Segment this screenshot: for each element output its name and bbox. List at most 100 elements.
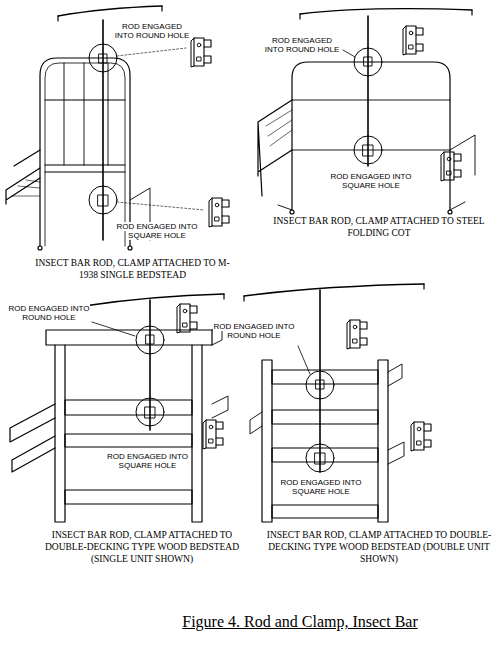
clamp-detail-stroke [209, 198, 229, 227]
insect-bar-rod-stroke [146, 335, 154, 344]
single-bedstead-stroke [45, 100, 125, 172]
clamp-detail-stroke [403, 26, 423, 55]
clamp-detail-stroke [191, 38, 211, 67]
insect-bar-rod-stroke [244, 284, 424, 296]
figure-caption: Figure 4. Rod and Clamp, Insect Bar [120, 612, 480, 631]
callout-label: ROD ENGAGED INTO ROUND HOLE [112, 22, 192, 40]
sub-caption: INSECT BAR ROD, CLAMP ATTACHED TO DOUBLE… [36, 530, 248, 566]
insect-bar-rod-stroke [354, 48, 382, 76]
label-text: INSECT BAR ROD, CLAMP ATTACHED TO M-1938… [35, 258, 229, 280]
wood-bedstead-double [250, 360, 404, 522]
clamp-detail-stroke [177, 304, 197, 333]
insect-bar-rod-stroke [315, 453, 325, 464]
folding-cot-stroke [290, 210, 294, 214]
callout-label: ROD ENGAGED INTO ROUND HOLE [212, 322, 296, 340]
folding-cot-stroke [292, 62, 450, 210]
folding-cot-stroke [266, 110, 292, 146]
clamp-detail [117, 38, 229, 227]
wood-bedstead-double-stroke [250, 412, 262, 434]
single-bedstead-stroke [38, 246, 42, 250]
insect-bar-rod [84, 294, 224, 430]
insect-bar-rod-stroke [149, 300, 151, 430]
wood-bedstead-single-stroke [65, 490, 192, 504]
label-text: ROD ENGAGED INTO ROUND HOLE [265, 36, 340, 54]
folding-cot-stroke [448, 210, 452, 214]
insect-bar-rod-stroke [98, 195, 108, 206]
insect-bar-rod-stroke [354, 136, 382, 164]
wood-bedstead-single [10, 326, 228, 522]
insect-bar-rod-stroke [58, 6, 162, 21]
caption-text: Figure 4. Rod and Clamp, Insect Bar [182, 613, 418, 630]
label-text: INSECT BAR ROD, CLAMP ATTACHED TO DOUBLE… [267, 530, 492, 564]
insect-bar-rod-stroke [89, 186, 117, 214]
insect-bar-rod-stroke [244, 284, 424, 301]
label-text: INSECT BAR ROD, CLAMP ATTACHED TO STEEL … [273, 216, 484, 238]
label-text: ROD ENGAGED INTO SQUARE HOLE [330, 172, 411, 190]
sub-caption: INSECT BAR ROD, CLAMP ATTACHED TO M-1938… [30, 258, 235, 282]
insect-bar-rod-stroke [363, 145, 373, 156]
label-text: ROD ENGAGED INTO SQUARE HOLE [116, 222, 197, 240]
label-text: ROD ENGAGED INTO SQUARE HOLE [107, 452, 188, 470]
label-text: INSECT BAR ROD, CLAMP ATTACHED TO DOUBLE… [45, 530, 239, 564]
folding-cot-stroke [258, 100, 292, 196]
callout-label: ROD ENGAGED INTO SQUARE HOLE [100, 452, 195, 470]
insect-bar-rod-stroke [316, 380, 324, 389]
clamp-detail [347, 320, 431, 451]
folding-cot [258, 62, 475, 214]
wood-bedstead-double-stroke [272, 505, 378, 518]
clamp-detail-stroke [411, 422, 431, 451]
label-text: ROD ENGAGED INTO ROUND HOLE [115, 22, 190, 40]
insect-bar-rod-stroke [300, 9, 472, 14]
insect-bar-rod-stroke [58, 6, 162, 16]
insect-bar-rod-stroke [306, 371, 334, 399]
insect-bar-rod-stroke [367, 16, 369, 166]
insect-bar-rod-stroke [84, 294, 224, 306]
wood-bedstead-double-stroke [272, 410, 378, 424]
insect-bar-rod-stroke [136, 398, 164, 426]
callout-label: ROD ENGAGED INTO ROUND HOLE [262, 36, 342, 54]
wood-bedstead-single-stroke [212, 396, 228, 418]
insect-bar-rod-stroke [364, 57, 372, 66]
single-bedstead-stroke [45, 63, 125, 246]
single-bedstead-stroke [12, 180, 40, 196]
wood-bedstead-double-stroke [262, 360, 388, 522]
folding-cot-stroke [278, 135, 475, 210]
wood-bedstead-single-stroke [10, 404, 55, 472]
wood-bedstead-single-stroke [65, 434, 192, 447]
insect-bar-rod-stroke [306, 444, 334, 472]
callout-label: ROD ENGAGED INTO SQUARE HOLE [276, 478, 366, 496]
insect-bar-rod-stroke [343, 50, 355, 57]
label-text: ROD ENGAGED INTO ROUND HOLE [8, 304, 89, 322]
wood-bedstead-double-stroke [388, 364, 404, 464]
insect-bar-rod-stroke [102, 20, 104, 240]
single-bedstead-stroke [64, 63, 108, 165]
wood-bedstead-single-stroke [55, 345, 202, 522]
clamp-detail-stroke [347, 320, 367, 349]
callout-label: ROD ENGAGED INTO SQUARE HOLE [326, 172, 416, 190]
insect-bar-rod-stroke [145, 407, 155, 418]
insect-bar-rod [300, 9, 472, 166]
wood-bedstead-single-stroke [65, 400, 192, 415]
single-bedstead-stroke [128, 246, 132, 250]
folding-cot-stroke [292, 100, 450, 150]
clamp-detail [403, 26, 461, 181]
insect-bar-rod-stroke [136, 326, 164, 354]
insect-bar-rod-stroke [84, 294, 224, 311]
clamp-detail-stroke [441, 152, 461, 181]
sub-caption: INSECT BAR ROD, CLAMP ATTACHED TO STEEL … [261, 216, 497, 240]
clamp-detail-stroke [203, 420, 223, 449]
single-bedstead-stroke [40, 58, 130, 246]
insect-bar-rod-stroke [300, 10, 472, 19]
insect-bar-rod-stroke [99, 54, 107, 63]
insect-bar-rod-stroke [319, 290, 321, 472]
callout-label: ROD ENGAGED INTO ROUND HOLE [6, 304, 92, 322]
callout-label: ROD ENGAGED INTO SQUARE HOLE [112, 222, 202, 240]
label-text: ROD ENGAGED INTO ROUND HOLE [213, 322, 294, 340]
label-text: ROD ENGAGED INTO SQUARE HOLE [280, 478, 361, 496]
insect-bar-rod-stroke [89, 44, 117, 72]
insect-bar-rod [244, 284, 424, 472]
sub-caption: INSECT BAR ROD, CLAMP ATTACHED TO DOUBLE… [261, 530, 497, 566]
insect-bar-rod-stroke [298, 346, 310, 374]
clamp-detail-stroke [117, 48, 204, 210]
